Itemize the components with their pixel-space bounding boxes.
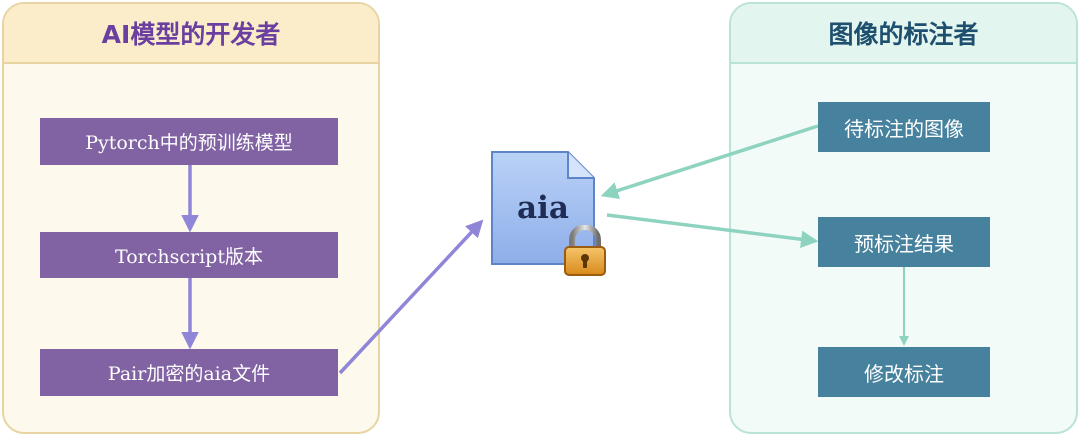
- aia-file: aia: [490, 150, 606, 276]
- step-edit-label: 修改标注: [818, 347, 990, 397]
- step-image-to-label: 待标注的图像: [818, 102, 990, 152]
- aia-file-label: aia: [517, 190, 569, 226]
- annotator-panel-title: 图像的标注者: [731, 4, 1076, 64]
- step-torchscript: Torchscript版本: [40, 232, 338, 278]
- step-pretrained-model: Pytorch中的预训练模型: [40, 118, 338, 165]
- padlock-icon: [564, 225, 606, 276]
- developer-panel-title: AI模型的开发者: [4, 4, 378, 64]
- document-icon: [491, 151, 595, 265]
- step-prelabel-result: 预标注结果: [818, 217, 990, 267]
- step-encrypted-aia: Pair加密的aia文件: [40, 349, 338, 396]
